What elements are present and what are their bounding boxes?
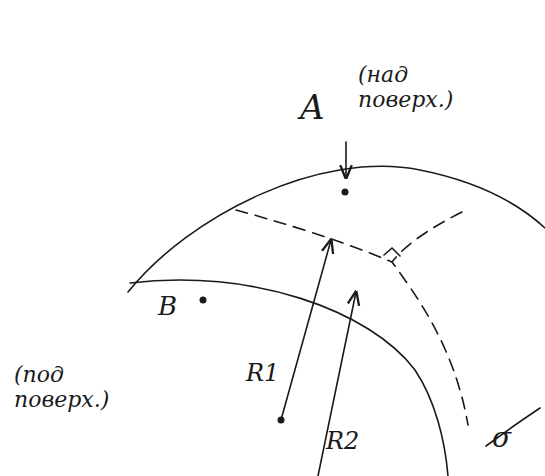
dashed-section-2 — [392, 212, 468, 425]
surface-label: σ — [492, 422, 511, 454]
center-r1 — [278, 417, 285, 424]
radius-label: R2 — [326, 428, 359, 456]
pointer-a — [345, 142, 347, 178]
surface-bottom-edge — [130, 280, 448, 476]
point-label: B — [158, 292, 177, 322]
radius-label: R1 — [246, 360, 279, 388]
right-angle-mark — [384, 248, 400, 256]
point-b — [200, 297, 207, 304]
surface-top-edge — [128, 166, 545, 292]
point-a — [342, 189, 349, 196]
note-label: (над поверх.) — [358, 62, 508, 113]
point-label: A — [300, 88, 325, 127]
dashed-section-1 — [236, 210, 392, 262]
radius-r1 — [281, 240, 331, 420]
note-label: (под поверх.) — [14, 362, 134, 413]
